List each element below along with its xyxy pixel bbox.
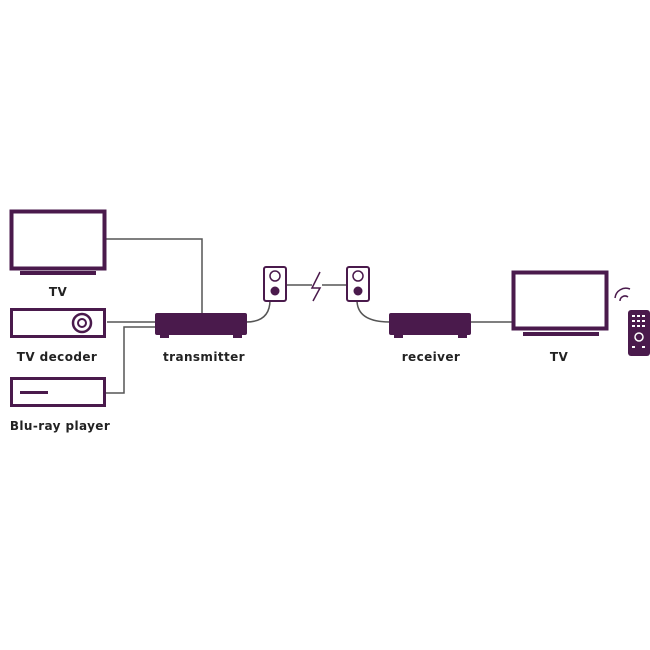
bluray-disc-slot [20,391,48,394]
powerline-plug-right [346,266,370,302]
signal-wave-large [614,287,631,299]
lightning-icon [310,271,322,302]
transmitter-label: transmitter [163,350,245,364]
bluray-label: Blu-ray player [10,419,110,433]
remote-buttons [632,315,645,348]
tv-right-screen [511,270,609,331]
plug-left-socket [269,270,281,282]
transmitter [155,313,247,338]
plug-to-receiver-cable [356,299,391,323]
transmitter-foot-right [233,335,242,338]
transmitter-to-plug-cable [245,299,271,323]
tv-decoder [10,308,106,338]
plug-right-led [353,286,363,296]
tv-decoder-label: TV decoder [17,350,97,364]
transmitter-body [155,313,247,335]
tv-right [511,270,609,336]
receiver-foot-left [394,335,403,338]
tv-right-label: TV [550,350,569,364]
receiver-body [389,313,471,335]
plug-right-socket [352,270,364,282]
tv-to-transmitter-cable [106,238,203,313]
powerline-plug-left [263,266,287,302]
remote-dpad [634,332,644,342]
transmitter-foot-left [160,335,169,338]
tv-decoder-knob-inner [77,318,87,328]
receiver-label: receiver [402,350,461,364]
receiver-foot-right [458,335,467,338]
tv-left [9,209,107,275]
tv-right-stand [523,332,599,336]
tv-left-stand [20,271,96,275]
remote-control-icon [628,310,650,356]
bluray-to-transmitter-cable [106,326,156,394]
tv-left-label: TV [49,285,68,299]
bluray-player [10,377,106,407]
signal-wave-small [619,295,629,302]
tv-left-screen [9,209,107,271]
receiver [389,313,471,338]
plug-left-led [270,286,280,296]
labels: TV TV decoder Blu-ray player transmitter… [10,285,569,433]
wires [106,238,514,394]
wireless-signal-icon [614,287,631,302]
